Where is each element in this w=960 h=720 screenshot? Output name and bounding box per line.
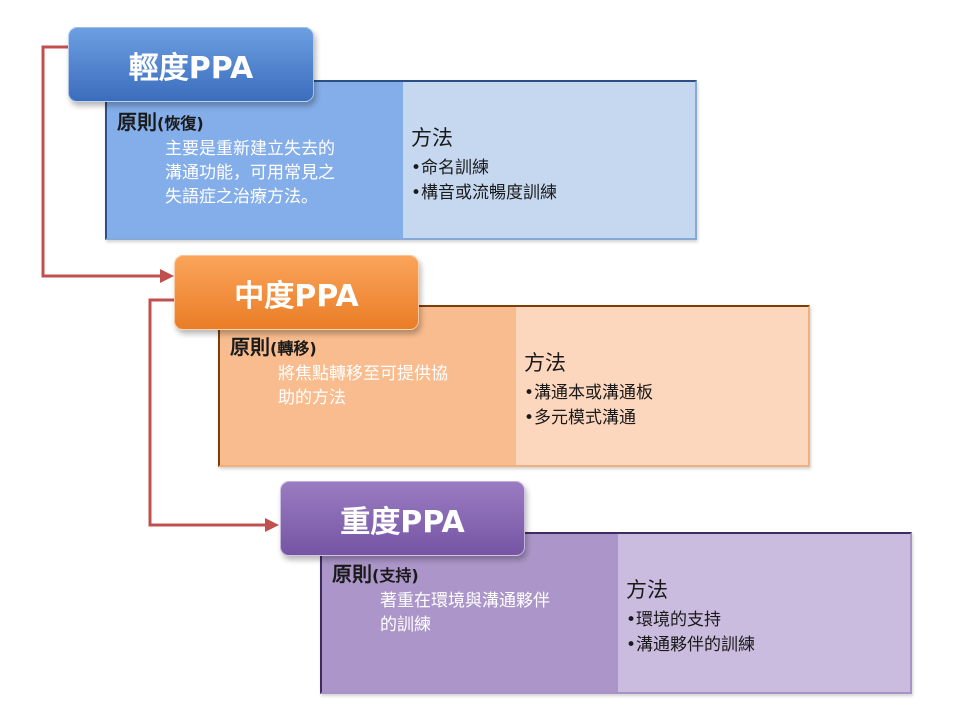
method-text: 多元模式溝通 xyxy=(534,408,637,428)
principle-label: 原則 xyxy=(117,110,157,134)
principle-text: 著重在環境與溝通夥伴 的訓練 xyxy=(380,589,618,637)
method-text: 構音或流暢度訓練 xyxy=(421,183,558,203)
method-text: 命名訓練 xyxy=(421,158,490,178)
principle-title: 原則(轉移) xyxy=(230,331,516,360)
principle-section: 原則(支持) 著重在環境與溝通夥伴 的訓練 xyxy=(322,534,618,692)
principle-paren: (支持) xyxy=(372,566,419,585)
method-item: 環境的支持 xyxy=(626,608,910,633)
method-item: 溝通本或溝通板 xyxy=(524,381,808,406)
arrow-head-moderate xyxy=(160,269,174,283)
methods-title: 方法 xyxy=(524,351,566,375)
methods-title: 方法 xyxy=(626,578,668,602)
principle-text: 主要是重新建立失去的 溝通功能，可用常見之 失語症之治療方法。 xyxy=(165,137,403,209)
method-list: 溝通本或溝通板 多元模式溝通 xyxy=(524,381,808,431)
method-item: 命名訓練 xyxy=(411,156,695,181)
principle-line: 助的方法 xyxy=(278,388,346,408)
arrow-moderate-to-severe xyxy=(148,298,266,527)
principle-text: 將焦點轉移至可提供協 助的方法 xyxy=(278,362,516,410)
methods-section: 方法 溝通本或溝通板 多元模式溝通 xyxy=(516,307,808,465)
principle-line: 溝通功能，可用常見之 xyxy=(165,163,335,183)
method-text: 溝通夥伴的訓練 xyxy=(636,635,756,655)
principle-label: 原則 xyxy=(230,335,270,359)
principle-line: 將焦點轉移至可提供協 xyxy=(278,364,448,384)
principle-title: 原則(支持) xyxy=(332,558,618,587)
principle-line: 的訓練 xyxy=(380,615,431,635)
method-list: 命名訓練 構音或流暢度訓練 xyxy=(411,156,695,206)
principle-section: 原則(恢復) 主要是重新建立失去的 溝通功能，可用常見之 失語症之治療方法。 xyxy=(107,82,403,238)
principle-paren: (恢復) xyxy=(157,114,204,133)
method-text: 環境的支持 xyxy=(636,610,722,630)
principle-paren: (轉移) xyxy=(270,339,317,358)
moderate-ppa-panel: 原則(轉移) 將焦點轉移至可提供協 助的方法 方法 溝通本或溝通板 多元模式溝通 xyxy=(218,305,810,467)
methods-section: 方法 命名訓練 構音或流暢度訓練 xyxy=(403,82,695,238)
method-item: 多元模式溝通 xyxy=(524,406,808,431)
method-item: 溝通夥伴的訓練 xyxy=(626,633,910,658)
moderate-ppa-heading: 中度PPA xyxy=(174,255,419,330)
arrow-head-severe xyxy=(265,518,279,532)
method-text: 溝通本或溝通板 xyxy=(534,383,654,403)
methods-title: 方法 xyxy=(411,126,453,150)
severe-ppa-panel: 原則(支持) 著重在環境與溝通夥伴 的訓練 方法 環境的支持 溝通夥伴的訓練 xyxy=(320,532,912,694)
principle-line: 著重在環境與溝通夥伴 xyxy=(380,591,550,611)
methods-section: 方法 環境的支持 溝通夥伴的訓練 xyxy=(618,534,910,692)
severe-ppa-heading: 重度PPA xyxy=(280,481,525,556)
arrow-mild-to-moderate xyxy=(41,45,162,278)
method-item: 構音或流暢度訓練 xyxy=(411,181,695,206)
principle-line: 主要是重新建立失去的 xyxy=(165,139,335,159)
principle-line: 失語症之治療方法。 xyxy=(165,187,318,207)
mild-ppa-panel: 原則(恢復) 主要是重新建立失去的 溝通功能，可用常見之 失語症之治療方法。 方… xyxy=(105,80,697,240)
principle-title: 原則(恢復) xyxy=(117,106,403,135)
mild-ppa-heading: 輕度PPA xyxy=(68,27,314,102)
principle-section: 原則(轉移) 將焦點轉移至可提供協 助的方法 xyxy=(220,307,516,465)
method-list: 環境的支持 溝通夥伴的訓練 xyxy=(626,608,910,658)
principle-label: 原則 xyxy=(332,562,372,586)
